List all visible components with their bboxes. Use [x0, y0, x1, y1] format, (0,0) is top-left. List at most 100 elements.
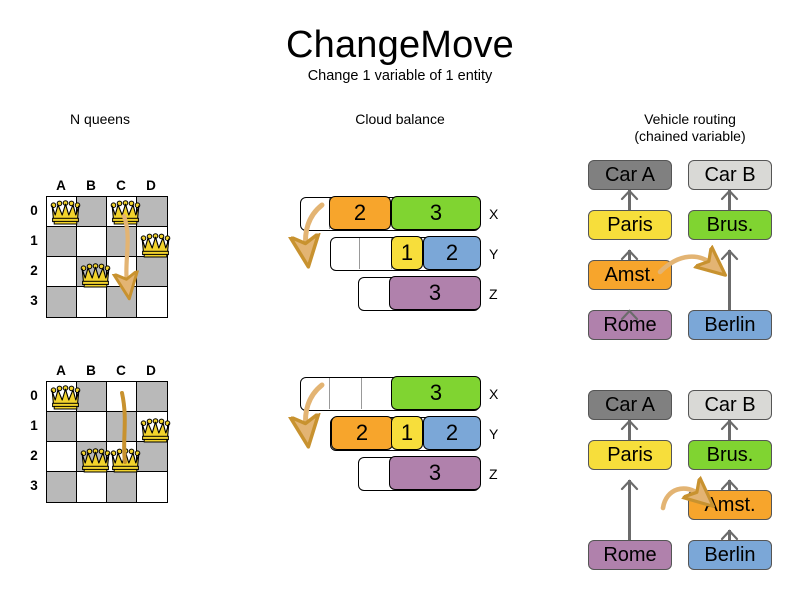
node-rome-before[interactable]: Rome — [588, 310, 672, 340]
process-segment-purple-z-before[interactable]: 3 — [389, 276, 481, 311]
node-amsterdam-after[interactable]: Amst. — [688, 490, 772, 520]
chain-link-paris-cara — [628, 190, 631, 220]
chain-link-brus-carb-after — [728, 420, 731, 450]
node-rome-after[interactable]: Rome — [588, 540, 672, 570]
computer-label-z-before: Z — [489, 286, 498, 302]
cell-d0[interactable] — [137, 197, 167, 227]
computer-bar-z-before[interactable]: 3 — [358, 276, 481, 311]
node-berlin-after[interactable]: Berlin — [688, 540, 772, 570]
file-label-a-after: A — [56, 363, 66, 378]
rank-label-3: 3 — [30, 293, 38, 308]
cell-a2[interactable] — [47, 257, 77, 287]
node-paris-after[interactable]: Paris — [588, 440, 672, 470]
cell-d3-after[interactable] — [137, 472, 167, 502]
cell-d1-after[interactable] — [137, 412, 167, 442]
cell-c0[interactable] — [107, 197, 137, 227]
rank-label-3-after: 3 — [30, 478, 38, 493]
process-segment-green-x-before[interactable]: 3 — [391, 196, 481, 231]
process-segment-green-x-after[interactable]: 3 — [391, 376, 481, 411]
cell-a2-after[interactable] — [47, 442, 77, 472]
rank-label-0: 0 — [30, 203, 38, 218]
computer-bar-x-after[interactable]: 3 — [300, 376, 481, 411]
computer-label-x-before: X — [489, 206, 499, 222]
process-segment-blue-y-after[interactable]: 2 — [423, 416, 481, 451]
cell-b1-after[interactable] — [77, 412, 107, 442]
file-label-c: C — [116, 178, 126, 193]
cell-b0[interactable] — [77, 197, 107, 227]
page-title: ChangeMove — [285, 24, 515, 66]
computer-label-z-after: Z — [489, 466, 498, 482]
file-label-c-after: C — [116, 363, 126, 378]
computer-bar-y-before[interactable]: 1 2 — [330, 236, 481, 271]
process-segment-purple-z-after[interactable]: 3 — [389, 456, 481, 491]
process-segment-orange-x-before[interactable]: 2 — [329, 196, 391, 231]
section-title-vehicle-routing-line1: Vehicle routing — [644, 111, 736, 127]
process-segment-orange-y-after[interactable]: 2 — [331, 416, 393, 451]
cell-d3[interactable] — [137, 287, 167, 317]
cell-c3[interactable] — [107, 287, 137, 317]
cell-c2[interactable] — [107, 257, 137, 287]
cell-b3-after[interactable] — [77, 472, 107, 502]
cell-a0[interactable] — [47, 197, 77, 227]
computer-bar-z-after[interactable]: 3 — [358, 456, 481, 491]
process-segment-blue-y-before[interactable]: 2 — [423, 236, 481, 271]
section-title-cloud-balance: Cloud balance — [355, 111, 445, 127]
cell-a0-after[interactable] — [47, 382, 77, 412]
cell-b2-after[interactable] — [77, 442, 107, 472]
chain-link-brus-carb — [728, 190, 731, 220]
page-subtitle: Change 1 variable of 1 entity — [307, 68, 493, 84]
file-label-a: A — [56, 178, 66, 193]
cell-c1[interactable] — [107, 227, 137, 257]
chain-link-paris-cara-after — [628, 420, 631, 450]
node-car-a-before[interactable]: Car A — [588, 160, 672, 190]
cell-c2-after[interactable] — [107, 442, 137, 472]
section-title-vehicle-routing-line2: (chained variable) — [634, 128, 746, 144]
computer-bar-y-after[interactable]: 2 1 2 — [330, 416, 481, 451]
computer-label-y-before: Y — [489, 246, 499, 262]
cell-a1[interactable] — [47, 227, 77, 257]
cell-b0-after[interactable] — [77, 382, 107, 412]
process-segment-yellow-y-after[interactable]: 1 — [391, 416, 423, 451]
node-car-b-before[interactable]: Car B — [688, 160, 772, 190]
rank-label-1-after: 1 — [30, 418, 38, 433]
cell-d2[interactable] — [137, 257, 167, 287]
node-berlin-before[interactable]: Berlin — [688, 310, 772, 340]
cell-b1[interactable] — [77, 227, 107, 257]
node-paris-before[interactable]: Paris — [588, 210, 672, 240]
computer-bar-x-before[interactable]: 2 3 — [300, 196, 481, 231]
cell-c1-after[interactable] — [107, 412, 137, 442]
cell-c3-after[interactable] — [107, 472, 137, 502]
cell-c0-after[interactable] — [107, 382, 137, 412]
cell-a3[interactable] — [47, 287, 77, 317]
computer-label-y-after: Y — [489, 426, 499, 442]
rank-label-2-after: 2 — [30, 448, 38, 463]
node-brussels-after[interactable]: Brus. — [688, 440, 772, 470]
cell-d2-after[interactable] — [137, 442, 167, 472]
file-label-b: B — [86, 178, 96, 193]
node-car-a-after[interactable]: Car A — [588, 390, 672, 420]
chain-link-berlin-brus — [728, 250, 731, 340]
node-car-b-after[interactable]: Car B — [688, 390, 772, 420]
chain-arrowheads-after — [620, 419, 739, 541]
rank-label-1: 1 — [30, 233, 38, 248]
process-segment-yellow-y-before[interactable]: 1 — [391, 236, 423, 271]
chessboard-after[interactable] — [46, 381, 168, 503]
section-title-nqueens: N queens — [70, 111, 130, 127]
rank-label-2: 2 — [30, 263, 38, 278]
cell-a3-after[interactable] — [47, 472, 77, 502]
computer-label-x-after: X — [489, 386, 499, 402]
chessboard-before[interactable] — [46, 196, 168, 318]
cell-a1-after[interactable] — [47, 412, 77, 442]
file-label-b-after: B — [86, 363, 96, 378]
cell-d0-after[interactable] — [137, 382, 167, 412]
rank-label-0-after: 0 — [30, 388, 38, 403]
cell-b3[interactable] — [77, 287, 107, 317]
file-label-d: D — [146, 178, 156, 193]
file-label-d-after: D — [146, 363, 156, 378]
cell-b2[interactable] — [77, 257, 107, 287]
cell-d1[interactable] — [137, 227, 167, 257]
node-brussels-before[interactable]: Brus. — [688, 210, 772, 240]
section-title-vehicle-routing: Vehicle routing (chained variable) — [605, 111, 775, 145]
node-amsterdam-before[interactable]: Amst. — [588, 260, 672, 290]
